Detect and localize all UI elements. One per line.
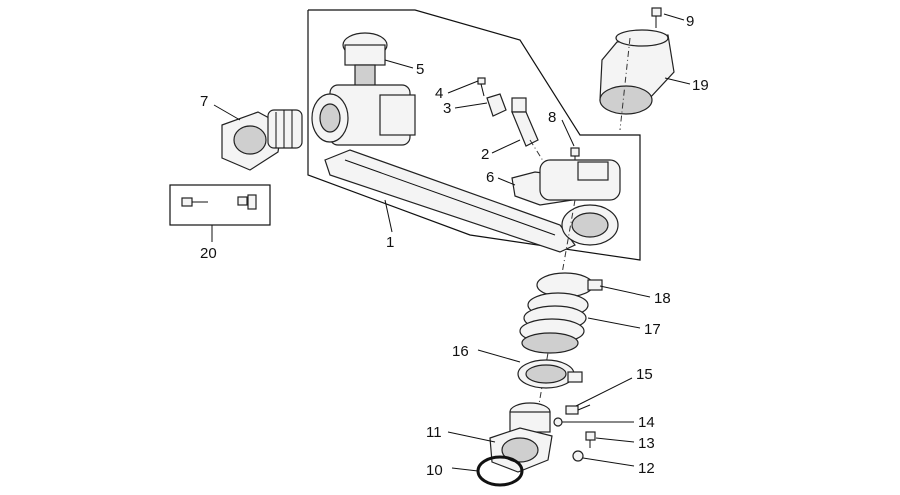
label-11: 11: [426, 424, 442, 441]
part-17-bellows: [519, 292, 589, 354]
part-7-flange: [221, 109, 303, 171]
label-5: 5: [416, 61, 424, 78]
label-19: 19: [692, 77, 709, 94]
part-19-hose: [599, 29, 675, 131]
leader-1: [384, 199, 393, 233]
leader-13: [595, 437, 635, 443]
leader-12: [582, 457, 635, 467]
label-3: 3: [443, 100, 451, 117]
label-6: 6: [486, 169, 494, 186]
part-14-washer: [553, 417, 563, 427]
throttle-body: [311, 84, 416, 146]
kit-bolt-right: [237, 194, 257, 210]
kit-box-20: [169, 184, 271, 226]
leader-8: [561, 119, 575, 147]
label-12: 12: [638, 460, 655, 477]
center-axis: [529, 199, 576, 456]
leader-15: [575, 377, 633, 407]
part-3-bracket: [486, 93, 507, 117]
label-9: 9: [686, 13, 694, 30]
assembly-frame: [307, 9, 641, 261]
leader-6: [497, 177, 516, 186]
label-2: 2: [481, 146, 489, 163]
label-17: 17: [644, 321, 661, 338]
leader-19: [664, 77, 691, 85]
leader-4: [447, 80, 479, 94]
label-16: 16: [452, 343, 469, 360]
leader-3: [454, 102, 488, 109]
part-12-nut: [572, 450, 584, 462]
part-9-bolt: [651, 7, 662, 28]
label-13: 13: [638, 435, 655, 452]
label-18: 18: [654, 290, 671, 307]
part-13-bolt: [585, 431, 596, 448]
leader-2: [491, 139, 521, 154]
label-1: 1: [386, 234, 394, 251]
part-4-screw: [477, 77, 486, 97]
part-2-sensor: [511, 97, 556, 181]
label-8: 8: [548, 109, 556, 126]
leader-16: [477, 349, 521, 363]
label-10: 10: [426, 462, 443, 479]
part-16-clamp: [517, 359, 583, 389]
leader-18: [599, 285, 651, 298]
part-11-flange: [489, 402, 553, 473]
leader-10: [451, 467, 479, 472]
leader-9: [663, 13, 685, 21]
kit-bolt-left: [181, 197, 208, 207]
outlet-elbow: [539, 159, 621, 246]
leader-11: [447, 431, 496, 443]
part-5-actuator: [342, 32, 388, 91]
label-20: 20: [200, 245, 217, 262]
label-15: 15: [636, 366, 653, 383]
label-14: 14: [638, 414, 655, 431]
label-4: 4: [435, 85, 443, 102]
part-15-screw: [565, 404, 591, 415]
leader-7: [213, 104, 241, 121]
leader-17: [587, 317, 641, 329]
leader-5: [384, 59, 414, 69]
label-7: 7: [200, 93, 208, 110]
